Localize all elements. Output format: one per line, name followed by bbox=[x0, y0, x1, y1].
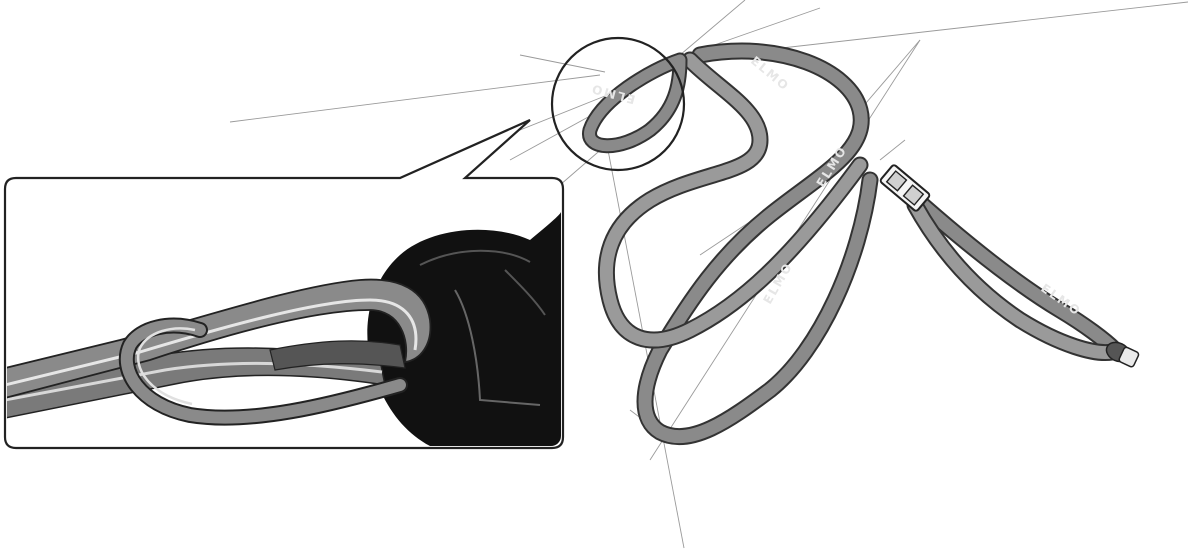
lanyard-strap bbox=[590, 51, 1115, 437]
buckle bbox=[880, 164, 931, 212]
